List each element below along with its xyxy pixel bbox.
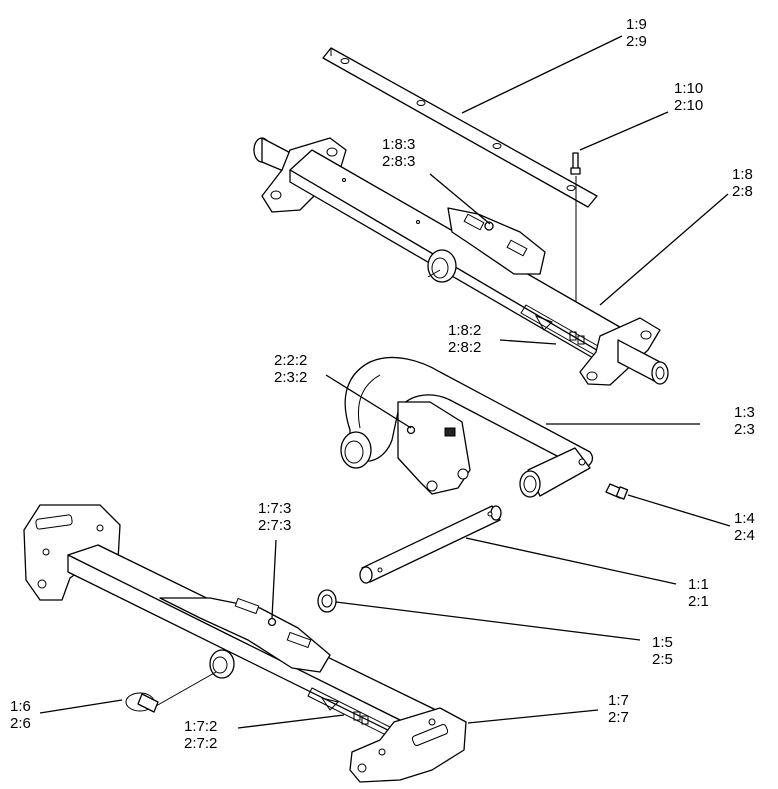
callout-linch-pin: 1:6 2:6: [10, 698, 31, 732]
callout-bolt: 1:4 2:4: [734, 510, 755, 544]
callout-yoke-grease: 2:2:2 2:3:2: [274, 352, 308, 386]
callout-lower-decal: 1:7:2 2:7:2: [184, 718, 218, 752]
callout-lower-grease: 1:7:3 2:7:3: [258, 500, 292, 534]
callout-upper-axle: 1:8 2:8: [732, 166, 753, 200]
pin-part: [359, 505, 502, 584]
callout-pin: 1:1 2:1: [688, 576, 709, 610]
callout-lower-axle: 1:7 2:7: [608, 692, 629, 726]
callout-yoke: 1:3 2:3: [734, 404, 755, 438]
upper-axle-part: [253, 137, 669, 386]
callout-screw: 1:10 2:10: [674, 80, 704, 114]
yoke-part: [340, 356, 594, 498]
callout-upper-grease: 1:8:3 2:8:3: [382, 136, 416, 170]
screw-part: [570, 152, 581, 305]
callout-washer: 1:5 2:5: [652, 634, 673, 668]
flat-bar-part: [322, 47, 598, 208]
lower-axle-part: [23, 504, 467, 783]
washer-part: [317, 589, 337, 613]
linch-pin-part: [125, 671, 217, 713]
leader-lines: [39, 35, 731, 729]
bolt-part: [605, 483, 629, 500]
callout-upper-decal: 1:8:2 2:8:2: [448, 322, 482, 356]
callout-flat-bar: 1:9 2:9: [626, 16, 647, 50]
